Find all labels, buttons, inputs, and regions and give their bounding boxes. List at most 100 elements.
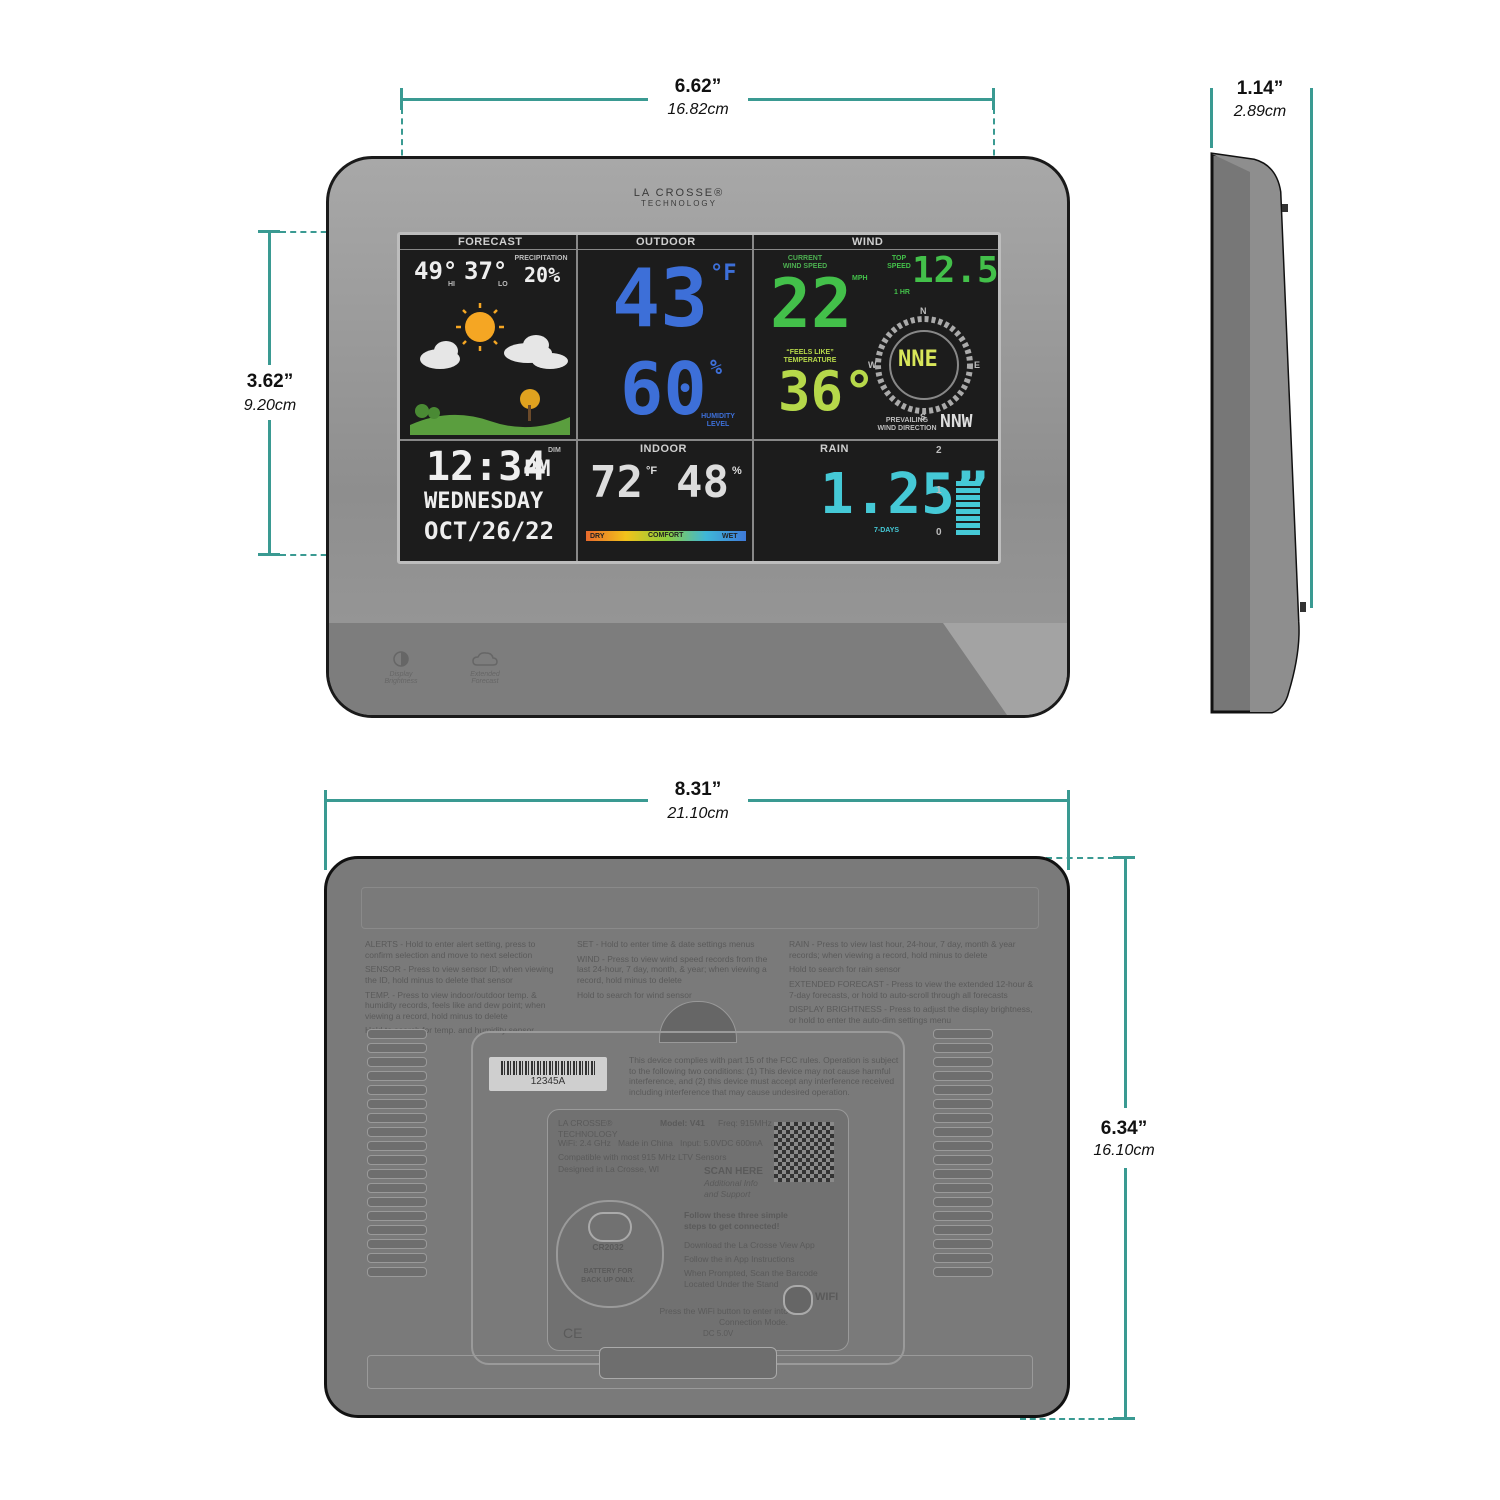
- humidity-level-label: HUMIDITY LEVEL: [701, 413, 735, 428]
- dim-indicator: DIM: [548, 447, 561, 454]
- back-width-inches: 8.31”: [674, 779, 722, 800]
- front-width-cm: 16.82cm: [667, 101, 729, 118]
- back-height-inches: 6.34”: [1100, 1118, 1148, 1139]
- extended-forecast-button[interactable]: Extended Forecast: [463, 649, 507, 693]
- rain-instruction: RAIN - Press to view last hour, 24-hour,…: [789, 939, 1016, 960]
- back-height-extension-top: [1046, 857, 1114, 859]
- back-width-line-left: [325, 799, 648, 802]
- battery-note: BATTERY FOR BACK UP ONLY.: [581, 1268, 635, 1284]
- alerts-instruction: ALERTS - Hold to enter alert setting, pr…: [365, 939, 536, 960]
- prevailing-wind-direction: NNW: [940, 411, 973, 432]
- screen-divider-v2: [752, 235, 754, 561]
- outdoor-temperature: 43: [612, 252, 709, 345]
- screen-height-tick-top: [258, 230, 280, 233]
- forecast-cloud-icon: [472, 652, 498, 666]
- screen-height-line-top: [268, 231, 271, 365]
- steps-title: Follow these three simple steps to get c…: [684, 1210, 788, 1231]
- prevailing-direction-label: PREVAILING WIND DIRECTION: [877, 417, 937, 432]
- outdoor-humidity-unit: %: [710, 355, 723, 379]
- indoor-header: INDOOR: [640, 443, 687, 455]
- forecast-header: FORECAST: [458, 236, 523, 248]
- sun-icon: [456, 303, 504, 351]
- instruction-column-1: ALERTS - Hold to enter alert setting, pr…: [365, 939, 565, 1036]
- temp-instruction: TEMP. - Press to view indoor/outdoor tem…: [365, 989, 546, 1021]
- forecast-weather-icon: [410, 303, 570, 435]
- clock-date: OCT/26/22: [424, 517, 555, 545]
- outdoor-temp-unit: °F: [710, 261, 737, 286]
- back-height-line-top: [1124, 858, 1127, 1108]
- wind-instruction: WIND - Press to view wind speed records …: [577, 953, 768, 985]
- feels-like-label: “FEELS LIKE” TEMPERATURE: [783, 349, 837, 364]
- left-vents: [367, 1029, 427, 1299]
- clock-day: WEDNESDAY: [424, 489, 544, 514]
- weather-station-side: [1210, 152, 1306, 714]
- top-wind-speed: 12.5: [912, 250, 999, 291]
- brand-line-2: TECHNOLOGY: [640, 199, 717, 208]
- screen-height-cm: 9.20cm: [243, 397, 297, 414]
- step-2: Follow the in App Instructions: [684, 1254, 795, 1264]
- display-brightness-instruction: DISPLAY BRIGHTNESS - Press to adjust the…: [789, 1004, 1033, 1025]
- current-wind-speed: 22: [770, 265, 852, 344]
- temp-search-instruction: Hold to search for temp. and humidity se…: [365, 1025, 535, 1036]
- label-compatible: Compatible with most 915 MHz LTV Sensors: [558, 1152, 727, 1162]
- extended-forecast-instruction: EXTENDED FORECAST - Press to view the ex…: [789, 978, 1034, 1000]
- comfort-wet-label: WET: [722, 533, 738, 540]
- stand-latch: [599, 1347, 777, 1379]
- qr-code: [774, 1122, 834, 1182]
- rain-header: RAIN: [820, 443, 849, 455]
- brightness-button[interactable]: Display Brightness: [381, 649, 421, 693]
- wind-direction: NNE: [898, 347, 938, 372]
- clock-ampm: PM: [524, 457, 551, 482]
- indoor-temp-unit: °F: [646, 465, 658, 477]
- label-made-in: Made in China: [618, 1138, 673, 1148]
- forecast-hi: 49°: [414, 257, 458, 285]
- precipitation-value: 20%: [524, 263, 561, 287]
- label-wifi: WiFi: 2.4 GHz: [558, 1138, 611, 1148]
- label-designed: Designed in La Crosse, WI: [558, 1164, 660, 1174]
- rain-search-instruction: Hold to search for rain sensor: [789, 964, 901, 975]
- battery-compartment: CR2032 BATTERY FOR BACK UP ONLY.: [556, 1200, 664, 1308]
- front-width-line-right: [748, 98, 994, 101]
- extended-forecast-button-label: Extended Forecast: [470, 671, 500, 685]
- battery-coin-icon: [588, 1212, 632, 1242]
- forecast-hi-label: HI: [448, 281, 455, 288]
- cloud-icon: [420, 335, 568, 369]
- compass-south: S: [920, 412, 927, 422]
- rain-scale-top: 2: [936, 445, 942, 456]
- back-width-cm: 21.10cm: [667, 805, 729, 822]
- brand-line-1: LA CROSSE®: [633, 187, 725, 199]
- screen-divider-h1: [400, 439, 998, 441]
- back-width-tick-left: [324, 790, 327, 870]
- label-model: Model: V41: [660, 1118, 705, 1128]
- front-width-line-left: [401, 98, 648, 101]
- indoor-humidity-unit: %: [732, 465, 742, 477]
- wifi-button[interactable]: [783, 1285, 813, 1315]
- label-brand: LA CROSSE® TECHNOLOGY: [558, 1118, 618, 1139]
- front-width-inches: 6.62”: [674, 76, 722, 97]
- wifi-button-label: WIFI: [815, 1291, 839, 1303]
- comfort-label: COMFORT: [648, 532, 684, 539]
- rain-bar-graph: [956, 481, 980, 537]
- brightness-icon: [393, 651, 409, 667]
- instruction-column-3: RAIN - Press to view last hour, 24-hour,…: [789, 939, 1034, 1025]
- barcode-icon: [501, 1061, 595, 1075]
- front-base-strip: [329, 623, 1067, 715]
- forecast-lo: 37°: [464, 257, 508, 285]
- battery-type: CR2032: [592, 1242, 624, 1252]
- power-rating: DC 5.0V: [703, 1329, 734, 1338]
- rain-period: 7-DAYS: [874, 527, 900, 534]
- depth-inches: 1.14”: [1236, 78, 1284, 99]
- rain-scale-mid: 1: [936, 485, 942, 496]
- compass-west: W: [868, 360, 877, 370]
- screen-divider-h-top: [400, 249, 998, 250]
- compass-east: E: [974, 360, 981, 370]
- product-label: LA CROSSE® TECHNOLOGY Model: V41 Freq: 9…: [547, 1109, 849, 1351]
- back-height-tick-bottom: [1113, 1417, 1135, 1420]
- front-width-tick-left: [400, 88, 403, 110]
- back-height-line-bottom: [1124, 1168, 1127, 1418]
- brand-logo: LA CROSSE® TECHNOLOGY: [619, 187, 739, 208]
- screen-divider-v1: [576, 235, 578, 561]
- step-1: Download the La Crosse View App: [684, 1240, 815, 1250]
- wind-header: WIND: [852, 236, 884, 248]
- clock-time: 12:34: [426, 444, 547, 490]
